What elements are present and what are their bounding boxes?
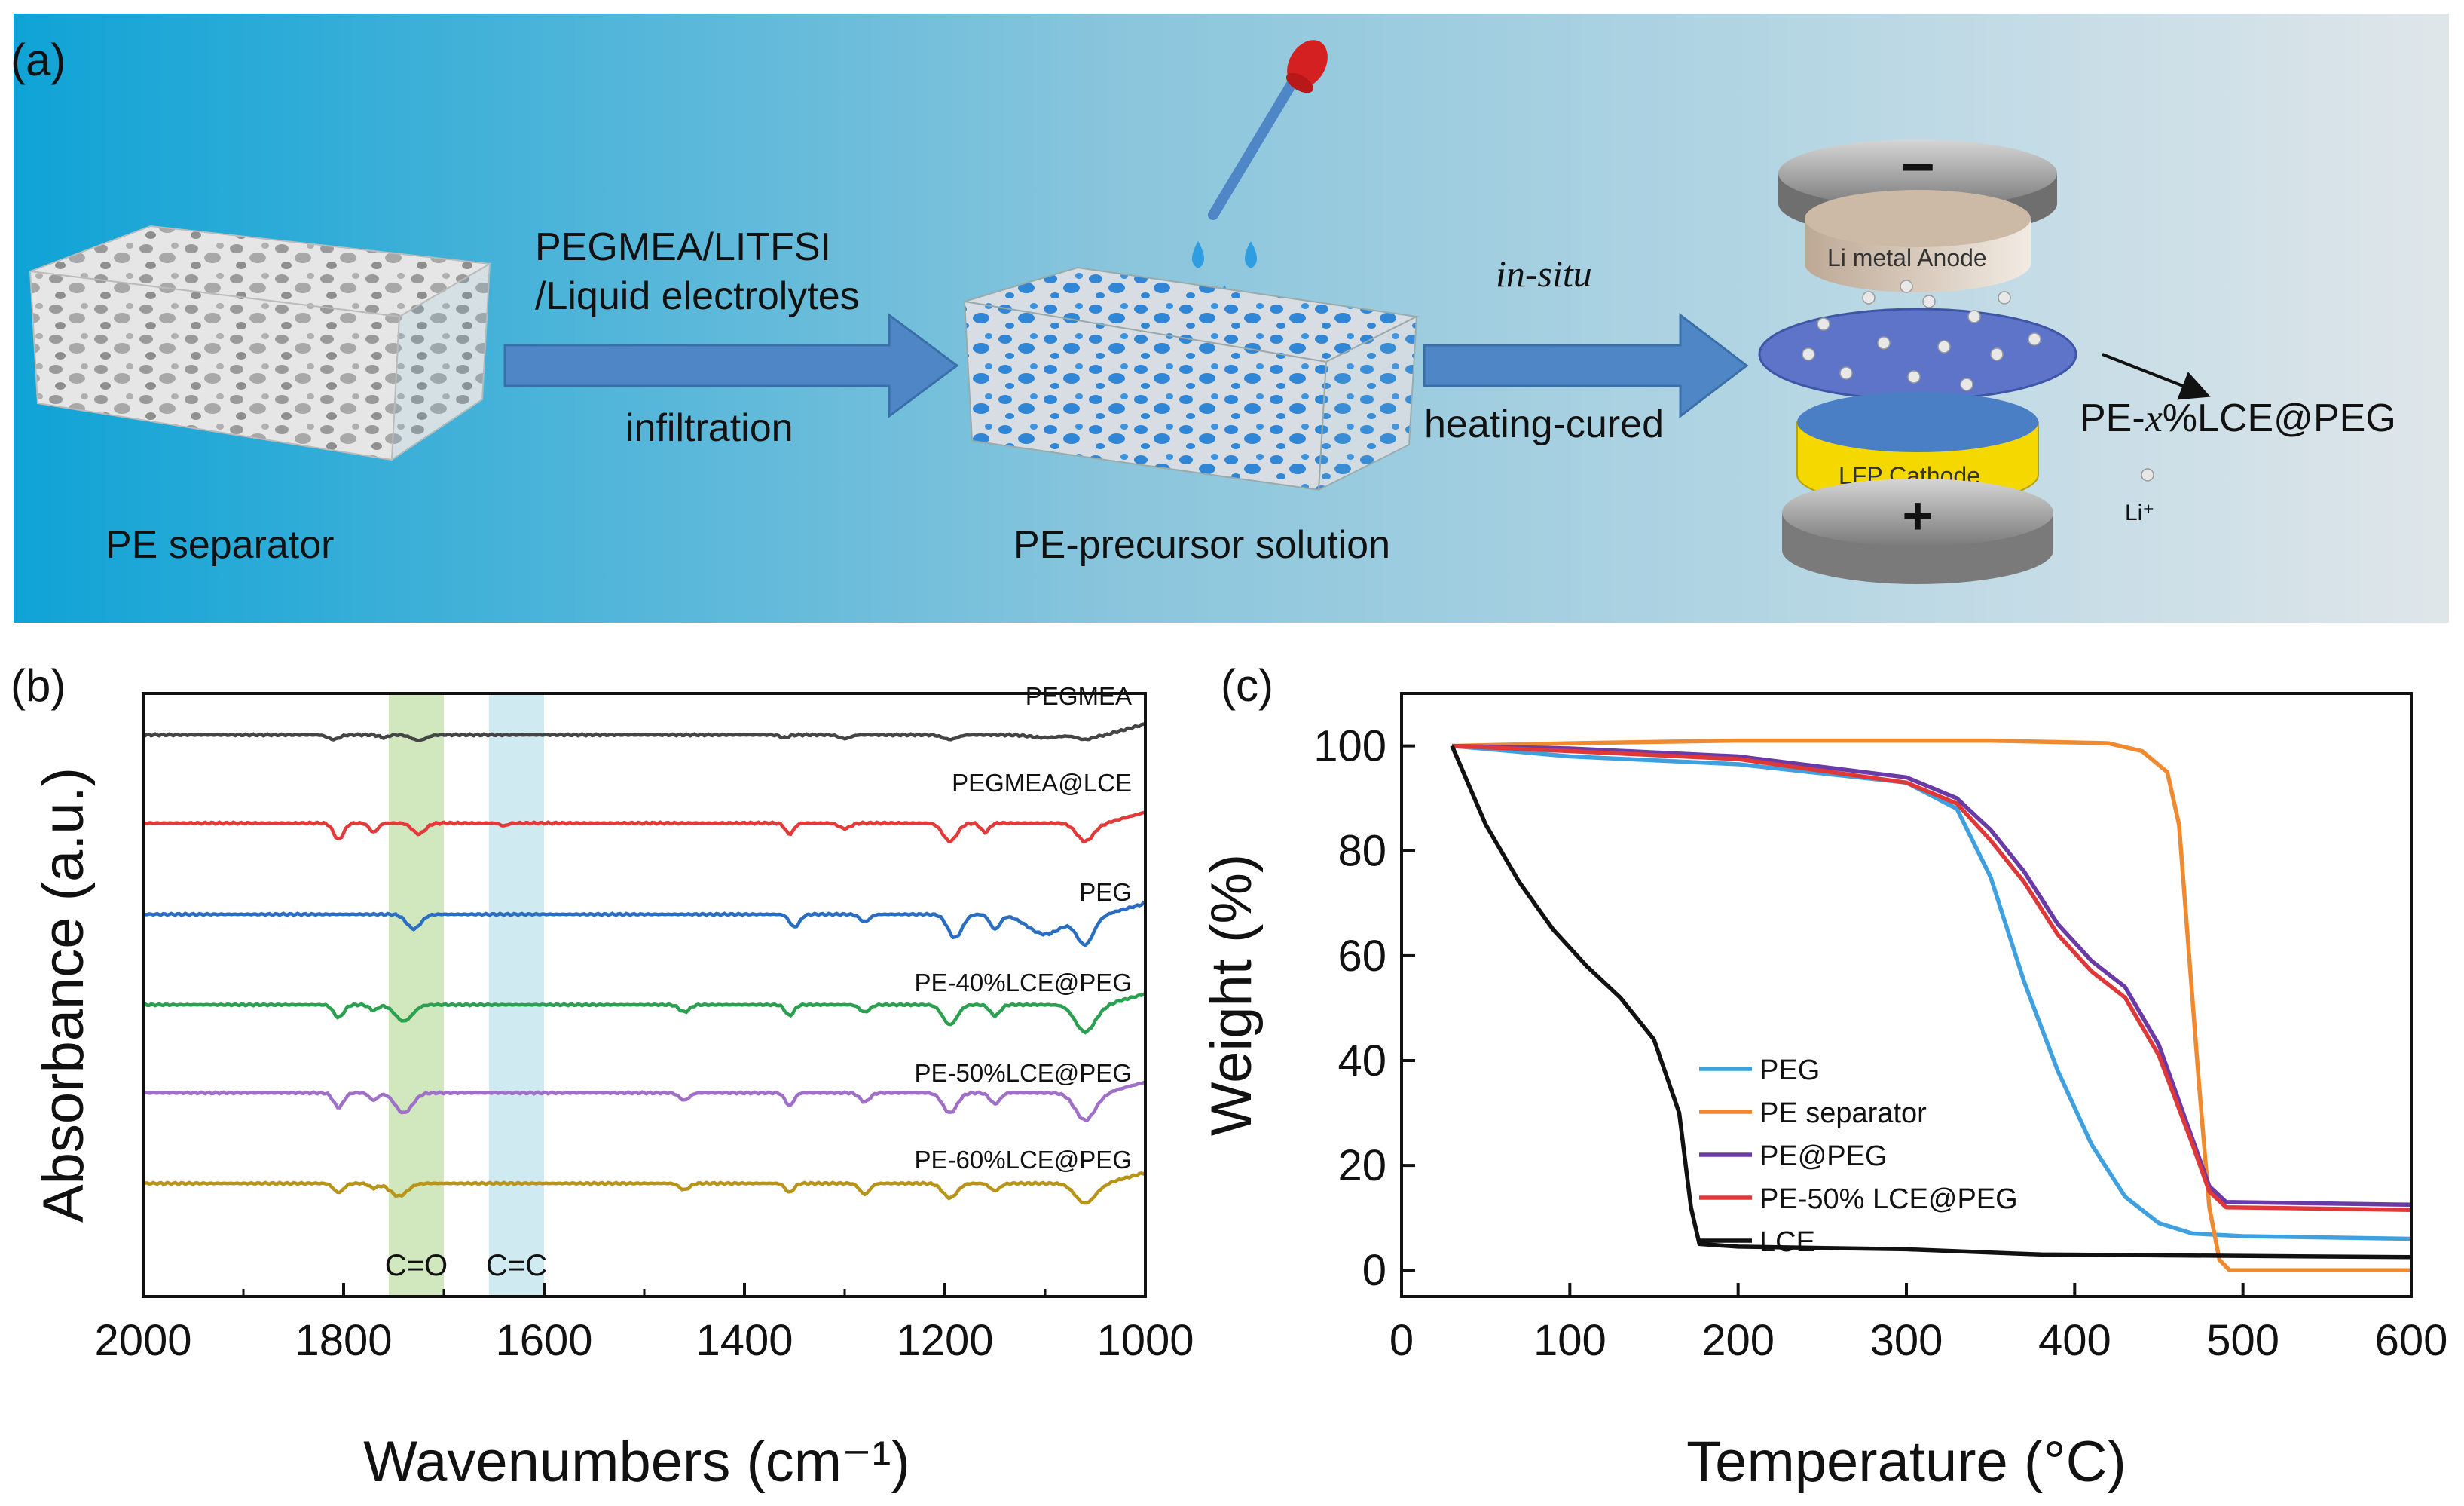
panel-c-xlabel: Temperature (°C) (1686, 1430, 2126, 1494)
x-tick-label-4: 400 (2038, 1316, 2111, 1365)
series-line-0 (142, 722, 1146, 742)
precursor-block (963, 266, 1420, 491)
panel-c-ylabel: Weight (%) (1200, 854, 1264, 1136)
legend-label-0: PEG (1759, 1055, 1820, 1086)
y-tick-label-5: 100 (1313, 722, 1386, 771)
anode-label: Li metal Anode (1827, 244, 1987, 271)
plus-sign: + (1903, 486, 1934, 545)
panel-b-ylabel: Absorbance (a.u.) (32, 767, 96, 1223)
series-label-1: PEGMEA@LCE (952, 769, 1132, 797)
panel-b: (b) C=O C=C PEGMEA PEGMEA@LCE PEG PE-40%LCE@… (11, 660, 1194, 1494)
x-tick-label-5: 1000 (1096, 1316, 1194, 1365)
panel-b-label: (b) (11, 660, 66, 711)
series-line-1 (142, 810, 1146, 843)
x-tick-label-3: 300 (1870, 1316, 1943, 1365)
series-line-3 (142, 992, 1147, 1035)
series-label-2: PEG (1079, 878, 1132, 906)
series-group (1450, 738, 2412, 1272)
legend-label-1: PE separator (1759, 1097, 1927, 1129)
panel-a: (a) PE separator PEGMEA/LITFSI /Liquid e… (11, 14, 2449, 623)
x-tick-label-2: 200 (1701, 1316, 1775, 1365)
pipette-icon (1208, 40, 1328, 220)
in-situ-label: in-situ (1496, 253, 1592, 295)
y-tick-label-0: 0 (1362, 1246, 1386, 1295)
x-tick-label-1: 1800 (295, 1316, 392, 1365)
legend-label-4: LCE (1759, 1226, 1815, 1258)
series-group (142, 722, 1147, 1205)
legend-label-2: PE@PEG (1759, 1140, 1888, 1172)
x-tick-label-3: 1400 (695, 1316, 793, 1365)
anode-disc (1805, 190, 2031, 247)
minus-sign: − (1900, 133, 1935, 200)
x-axis-ticks: 2000 1800 1600 1400 1200 1000 (94, 1283, 1194, 1365)
series-line-4 (142, 1080, 1147, 1122)
band-group: C=O C=C (385, 695, 547, 1295)
series-line-0 (1451, 743, 2412, 1241)
series-line-3 (1451, 743, 2412, 1212)
step1-label-line2: /Liquid electrolytes (535, 274, 860, 318)
series-label-0: PEGMEA (1026, 682, 1132, 710)
series-label-5: PE-60%LCE@PEG (915, 1146, 1132, 1174)
coin-cell-diagram: − Li metal Anode LFP Cathode (1758, 133, 2077, 584)
x-tick-label-0: 2000 (94, 1316, 191, 1365)
x-tick-label-6: 600 (2375, 1316, 2448, 1365)
li-ion-legend-dot (2141, 468, 2154, 482)
panel-b-xlabel: Wavenumbers (cm⁻¹) (363, 1430, 910, 1494)
x-tick-label-2: 1600 (495, 1316, 592, 1365)
band-1 (488, 695, 544, 1295)
pe-separator-label: PE separator (105, 523, 335, 567)
pointer-arrow (2102, 353, 2211, 400)
series-label-4: PE-50%LCE@PEG (915, 1059, 1132, 1087)
series-label-3: PE-40%LCE@PEG (915, 969, 1132, 996)
series-line-1 (1451, 738, 2411, 1272)
panel-a-label: (a) (11, 35, 66, 85)
band-0 (388, 695, 444, 1295)
heating-cured-label: heating-cured (1424, 403, 1664, 446)
x-tick-label-5: 500 (2206, 1316, 2279, 1365)
heating-arrow (1423, 312, 1749, 419)
x-tick-label-4: 1200 (896, 1316, 993, 1365)
step1-label-line1: PEGMEA/LITFSI (535, 225, 831, 269)
y-tick-label-3: 60 (1337, 932, 1386, 981)
x-tick-label-1: 100 (1533, 1316, 1606, 1365)
series-line-2 (142, 901, 1146, 947)
x-tick-label-0: 0 (1389, 1316, 1414, 1365)
band-label-1: C=C (486, 1249, 547, 1282)
axis-ticks: 0 100 200 300 400 500 600 0 20 40 60 80 100 (1313, 722, 2447, 1365)
legend-label-3: PE-50% LCE@PEG (1759, 1183, 2018, 1215)
top-cap (1778, 139, 2057, 207)
series-line-4 (1450, 745, 2412, 1260)
pe-separator-block (29, 225, 493, 461)
cathode-surface (1797, 392, 2038, 452)
precursor-label: PE-precursor solution (1013, 523, 1390, 567)
y-tick-label-4: 80 (1337, 827, 1386, 876)
li-ion-label: Li⁺ (2125, 500, 2154, 525)
y-tick-label-1: 20 (1337, 1141, 1386, 1190)
panel-c-label: (c) (1221, 660, 1273, 711)
li-ion-dots (1802, 280, 2041, 391)
product-label: PE-x%LCE@PEG (2080, 396, 2396, 440)
infiltration-arrow (503, 313, 959, 418)
infiltration-label: infiltration (625, 406, 793, 450)
band-label-0: C=O (385, 1249, 448, 1282)
series-label-group: PEGMEA PEGMEA@LCE PEG PE-40%LCE@PEG PE-50%LC… (915, 682, 1132, 1174)
series-line-5 (142, 1171, 1147, 1205)
bottom-cap (1782, 479, 2053, 546)
y-tick-label-2: 40 (1337, 1036, 1386, 1085)
